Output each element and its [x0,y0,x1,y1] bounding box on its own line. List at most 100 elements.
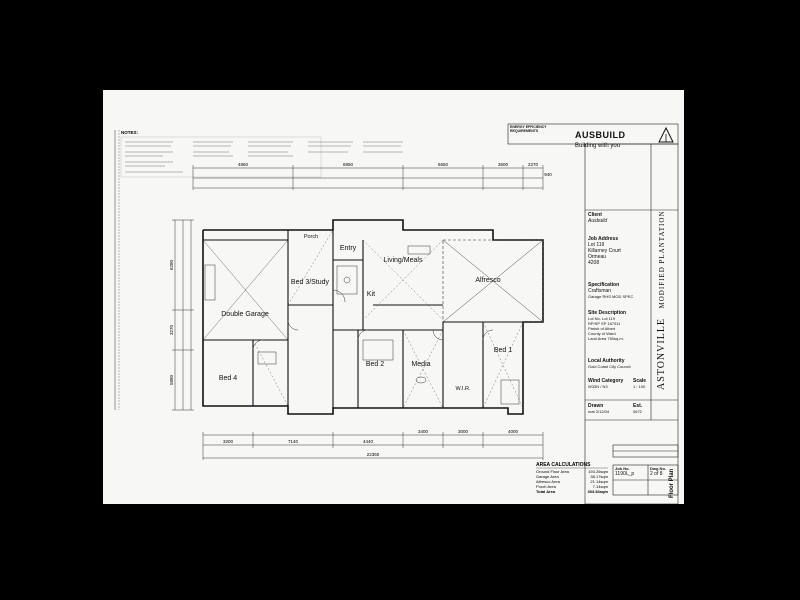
brand-tagline: Building with you [575,143,621,149]
client-value: Ausbuild [588,218,608,224]
area-row-value: 193.26sqm [588,469,608,474]
dim-left: 6280 [169,259,174,270]
specification-label: Specification [588,282,620,288]
top-dimension-lines [192,165,544,190]
scale-value: 1 : 100 [633,384,646,389]
dim-bottom-overall: 22360 [367,452,380,457]
job-address-line: Lot 119 [588,242,605,248]
area-row-value: 38.17sqm [590,474,608,479]
room-kit: Kit [367,291,375,298]
room-media: Media [411,361,430,368]
design-name-vertical: ASTONVILLE MODIFIED PLANTATION [656,211,667,391]
client-label: Client [588,212,602,218]
job-no-section: Job No. 1190L_p [615,466,634,477]
area-row-label: Alfresco Area [536,479,561,484]
drawn-label: Drawn [588,403,604,409]
est-section: Est. 0672 [633,403,642,415]
floor-plan-drawing: NOTES: [114,123,679,504]
dim-top-4: 3600 [498,162,509,167]
specification-section: Specification Craftsman Garage RHS MOD S… [588,282,633,300]
drawn-section: Drawn mat 2/12/04 [588,403,609,415]
fixtures [204,245,520,405]
dim-bottom-1: 3200 [223,439,234,444]
local-authority-value: Gold Coast City Council [588,364,631,369]
room-bed2: Bed 2 [366,361,384,368]
wind-category-label: Wind Category [588,378,624,384]
client-section: Client Ausbuild [588,212,607,224]
dwg-no-section: Dwg No. 2 of 8 [650,466,666,477]
floor-plan-sheet: NOTES: [103,90,684,504]
job-no-value: 1190L_p [615,471,635,477]
brand-name: AUSBUILD [575,130,626,140]
room-porch: Porch [304,234,318,240]
internal-walls [203,230,523,408]
external-walls [202,219,544,415]
site-description-section: Site Description Lot No. Lot 119 RP/SP S… [588,310,626,341]
area-row-label: Garage Area [536,474,559,479]
bottom-dimension-lines [202,432,544,460]
dim-bottom-3: 4440 [363,439,374,444]
job-address-line: 4208 [588,260,600,266]
drawn-value: mat 2/12/04 [588,409,610,414]
room-bed4: Bed 4 [219,375,237,382]
area-row-value: 303.54sqm [588,489,609,494]
area-row-value: 7.14sqm [593,484,609,489]
area-row-label: Porch Area [536,484,557,489]
specification-line: Garage RHS MOD SPEC [588,294,634,299]
dim-bottom-5: 3000 [458,429,469,434]
site-description-line: RP/SP SP 167911 [588,321,621,326]
dim-bottom-6: 4000 [508,429,519,434]
est-label: Est. [633,403,643,409]
ausbuild-logo-icon [658,126,674,143]
dim-top-2: 6950 [343,162,354,167]
area-calculations: AREA CALCULATIONS Ground Floor Area 193.… [536,462,609,494]
roof-hip-lines [252,229,524,409]
room-bed1: Bed 1 [494,347,512,354]
brand-block: AUSBUILD Building with you [575,125,626,149]
job-no-label: Job No. [615,466,630,471]
sheet-name: Floor Plan [669,468,675,498]
job-address-label: Job Address [588,236,619,242]
room-wir: W.I.R. [456,386,471,392]
room-living-meals: Living/Meals [384,257,423,264]
site-description-label: Site Description [588,310,627,316]
est-value: 0672 [633,409,642,414]
dwg-no-label: Dwg No. [650,466,666,471]
job-address-line: Killarney Court [588,248,621,254]
notes-block: NOTES: [120,130,403,178]
specification-line: Craftsman [588,288,612,294]
left-dimension-lines [172,219,194,411]
site-description-line: Parish of Albert [588,326,616,331]
scale-label: Scale [633,378,647,384]
design-variant: MODIFIED PLANTATION [658,210,666,309]
local-authority-label: Local Authority [588,358,625,364]
area-row-label: Ground Floor Area [536,469,570,474]
room-bed3-study: Bed 3/Study [291,279,330,286]
dim-top-6: 940 [544,172,552,177]
title-block-frame [507,123,679,504]
sheet-name-vertical: Floor Plan [669,469,675,498]
wind-category-section: Wind Category W33N / N3 [588,378,623,390]
notes-title: NOTES: [121,130,139,135]
dim-bottom-2: 7140 [288,439,299,444]
dim-top-3: 6650 [438,162,449,167]
dim-top-1: 4860 [238,162,249,167]
dim-top-5: 2270 [528,162,539,167]
area-row-label: Total Area [536,489,556,494]
site-description-line: Land Area 760sq.m. [588,336,624,341]
local-authority-section: Local Authority Gold Coast City Council [588,358,630,370]
energy-title: ENERGY EFFICIENCY REQUIREMENTS [510,125,547,133]
site-description-line: County of Ward [588,331,616,336]
room-alfresco: Alfresco [475,277,500,284]
scale-section: Scale 1 : 100 [633,378,646,390]
dim-bottom-4: 3400 [418,429,429,434]
job-address-section: Job Address Lot 119 Killarney Court Orme… [588,236,621,266]
design-name: ASTONVILLE [656,317,667,390]
wind-category-value: W33N / N3 [588,384,608,389]
job-address-line: Ormeau [588,254,607,260]
room-entry: Entry [340,245,357,252]
site-description-line: Lot No. Lot 119 [588,316,616,321]
dim-left: 5880 [169,374,174,385]
area-row-value: 21.14sqm [590,479,608,484]
energy-block: ENERGY EFFICIENCY REQUIREMENTS [510,125,570,133]
